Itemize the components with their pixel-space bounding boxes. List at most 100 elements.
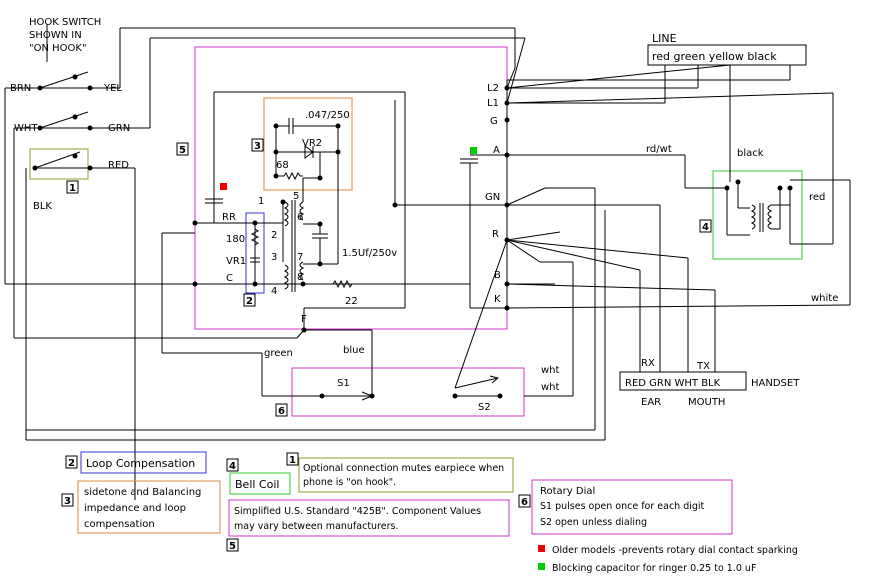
term-k: K	[494, 294, 501, 305]
green-marker-icon	[470, 147, 477, 154]
marker-5b: 5	[229, 541, 236, 552]
handset-box	[619, 371, 747, 391]
hookswitch-wires	[4, 24, 606, 500]
marker-6a: 6	[278, 406, 285, 417]
wire-rdwt: rd/wt	[646, 144, 672, 155]
dial-s2: S2	[478, 402, 491, 413]
legend-bell-box	[229, 472, 291, 495]
vr1: VR1	[226, 256, 246, 267]
network-box	[194, 46, 508, 330]
term-f: F	[301, 314, 307, 325]
legend-sidetone-1: sidetone and Balancing	[84, 487, 201, 498]
legend-optional-box	[298, 457, 514, 493]
legend-bell: Bell Coil	[235, 478, 279, 491]
legend-sidetone-3: compensation	[84, 519, 155, 530]
term-r: R	[492, 229, 499, 240]
hook-grn: GRN	[108, 123, 130, 134]
hook-brn: BRN	[10, 83, 31, 94]
term-rr: RR	[222, 212, 236, 223]
hook-title-1: HOOK SWITCH	[29, 17, 101, 28]
marker-1a: 1	[69, 183, 76, 194]
hook-blk: BLK	[33, 201, 52, 212]
legend-optional-2: phone is "on hook".	[303, 477, 396, 488]
marker-2a: 2	[246, 296, 253, 307]
marker-2b: 2	[68, 458, 75, 469]
r180: 180	[226, 234, 245, 245]
loop-comp-box	[245, 212, 265, 294]
wire-tx: TX	[696, 361, 710, 372]
legend-optional-1: Optional connection mutes earpiece when	[303, 463, 504, 474]
legend-red-note: Older models -prevents rotary dial conta…	[552, 545, 798, 556]
legend-rotary-title: Rotary Dial	[540, 486, 595, 497]
hook-wht: WHT	[14, 123, 38, 134]
legend-sidetone-2: impedance and loop	[84, 503, 186, 514]
pin-8: 8	[297, 272, 303, 283]
pin-5: 5	[293, 191, 299, 202]
legend-loop: Loop Compensation	[86, 457, 195, 470]
dial-s1: S1	[337, 378, 350, 389]
dial-switches	[319, 375, 503, 401]
term-b: B	[494, 270, 501, 281]
line-title: LINE	[652, 32, 677, 45]
wire-black: black	[737, 148, 764, 159]
pin-2: 2	[271, 230, 277, 241]
legend-simplified-box	[228, 499, 510, 537]
terminal-strip	[26, 37, 851, 431]
line-colors: red green yellow black	[652, 50, 777, 63]
cap-047: .047/250	[305, 110, 350, 121]
pin-7: 7	[297, 252, 303, 263]
wire-wht-2: wht	[541, 382, 560, 393]
marker-5a: 5	[179, 145, 186, 156]
red-legend-icon	[538, 545, 545, 552]
pin-1: 1	[258, 196, 264, 207]
term-c: C	[226, 273, 233, 284]
marker-6b: 6	[521, 497, 528, 508]
red-marker-icon	[220, 183, 227, 190]
hook-red: RED	[108, 160, 129, 171]
wire-white: white	[811, 293, 838, 304]
marker-4a: 4	[702, 222, 709, 233]
term-l1: L1	[487, 98, 499, 109]
hook-yel: YEL	[103, 83, 122, 94]
wire-wht-1: wht	[541, 365, 560, 376]
hook-title-2: SHOWN IN	[29, 30, 82, 41]
handset-ear: EAR	[641, 397, 661, 408]
legend-rotary-s1: S1 pulses open once for each digit	[540, 501, 705, 512]
green-legend-icon	[538, 563, 545, 570]
hookswitch-box	[29, 148, 89, 180]
term-a: A	[493, 145, 500, 156]
r22: 22	[345, 296, 358, 307]
legend-sidetone-box	[77, 480, 221, 534]
legend-simplified-2: may vary between manufacturers.	[234, 521, 398, 532]
hook-title-3: "ON HOOK"	[29, 43, 87, 54]
handset-label: HANDSET	[751, 378, 800, 389]
marker-4b: 4	[229, 461, 236, 472]
pin-3: 3	[271, 252, 277, 263]
network-wires	[5, 91, 507, 397]
wire-green: green	[264, 348, 293, 359]
dial-box	[291, 367, 525, 417]
pin-4: 4	[271, 286, 277, 297]
wire-red: red	[809, 192, 825, 203]
term-g: G	[490, 116, 498, 127]
wire-blue: blue	[343, 345, 365, 356]
legend-green-note: Blocking capacitor for ringer 0.25 to 1.…	[552, 563, 756, 574]
marker-3a: 3	[254, 141, 261, 152]
term-l2: L2	[487, 83, 499, 94]
bell-coil	[724, 179, 793, 244]
marker-1b: 1	[289, 455, 296, 466]
legend-loop-box	[80, 451, 207, 474]
pin-6: 6	[297, 212, 303, 223]
r68: 68	[276, 160, 289, 171]
handset-row: RED GRN WHT BLK	[625, 378, 721, 389]
wire-rx: RX	[641, 358, 655, 369]
vr2: VR2	[302, 138, 322, 149]
legend-rotary-s2: S2 open unless dialing	[540, 517, 647, 528]
number-markers	[61, 138, 712, 552]
legend-simplified-1: Simplified U.S. Standard "425B". Compone…	[234, 506, 481, 517]
sidetone-box	[263, 97, 353, 191]
legend-rotary-box	[531, 479, 733, 535]
handset-mouth: MOUTH	[688, 397, 725, 408]
